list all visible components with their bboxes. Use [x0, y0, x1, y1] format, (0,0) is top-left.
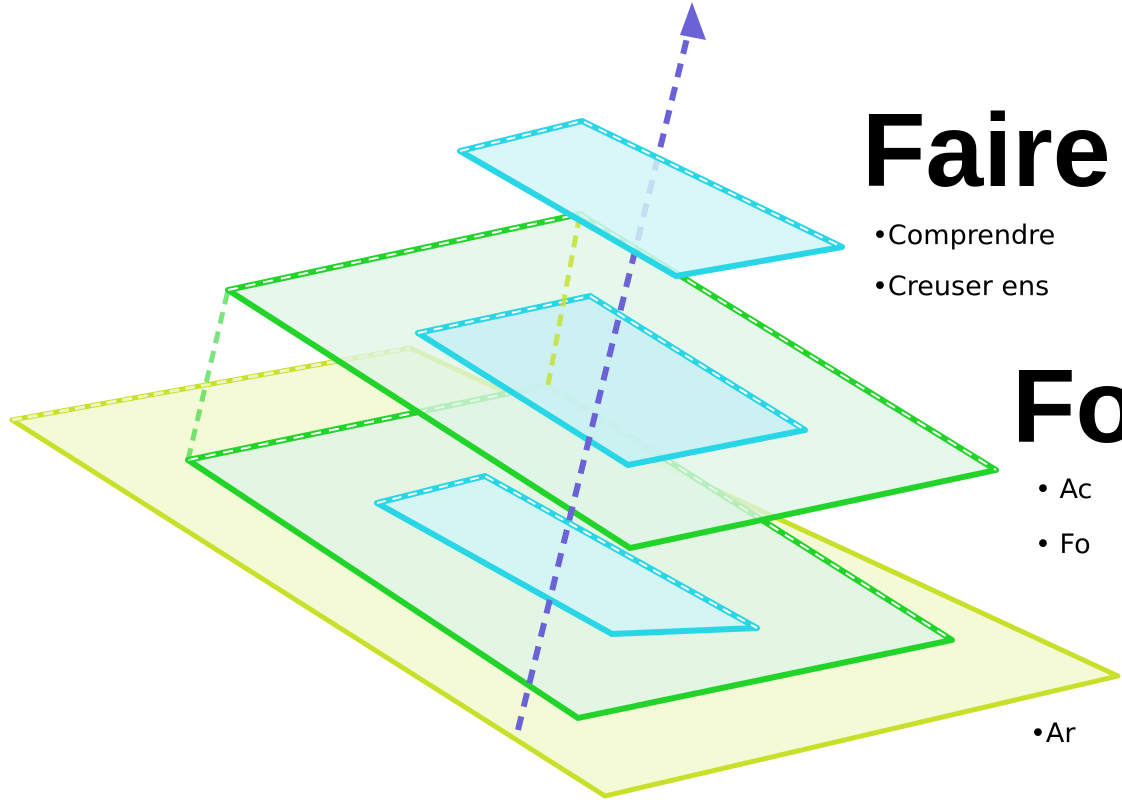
lower-cyan-hidden-edge [376, 474, 758, 629]
axis-arrowhead-icon [680, 2, 706, 40]
bullet-fo: • Fo [1035, 529, 1091, 560]
connector-line [185, 289, 231, 461]
bullet-comprendre: •Comprendre [872, 220, 1056, 251]
heading-faire: Faire [862, 93, 1111, 209]
bullet-creuser: •Creuser ens [872, 271, 1050, 302]
middle-cyan-hidden-edge [417, 294, 806, 431]
heading-fo: Fo [1012, 349, 1122, 465]
connector-line [545, 213, 583, 386]
bullet-ac: • Ac [1035, 474, 1093, 505]
bullet-ar: •Ar [1030, 718, 1076, 749]
